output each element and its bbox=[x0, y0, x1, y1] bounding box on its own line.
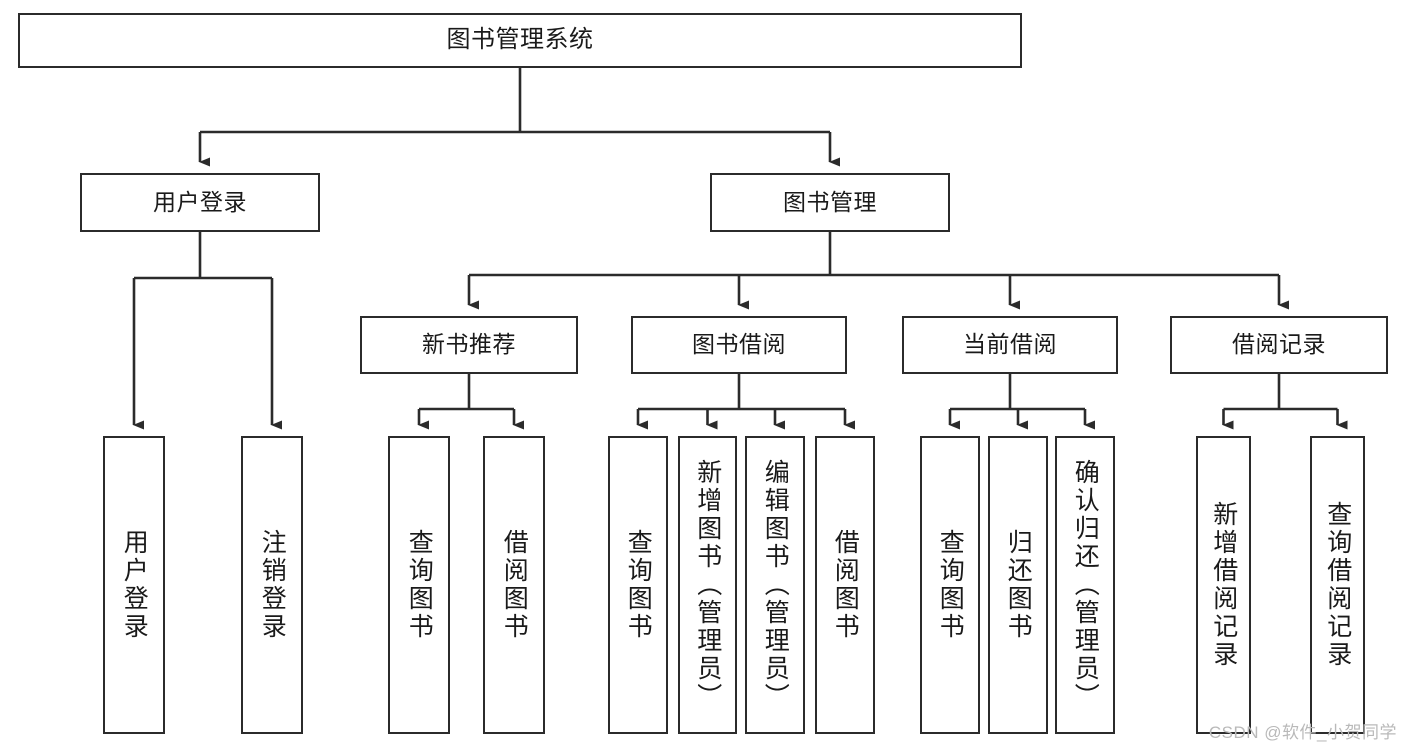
node-label: 注销登录 bbox=[258, 529, 287, 641]
node-label: 当前借阅 bbox=[963, 331, 1057, 358]
node-leaf-logout[interactable]: 注销登录 bbox=[241, 436, 303, 734]
node-label: 图书管理系统 bbox=[446, 26, 594, 54]
node-login[interactable]: 用户登录 bbox=[80, 173, 320, 232]
node-label: 借阅记录 bbox=[1232, 331, 1326, 358]
node-label: 查询图书 bbox=[936, 529, 965, 641]
node-label: 查询图书 bbox=[624, 529, 653, 641]
node-leaf-query-book-2[interactable]: 查询图书 bbox=[608, 436, 668, 734]
node-label: 图书借阅 bbox=[692, 331, 786, 358]
node-leaf-borrow-book-1[interactable]: 借阅图书 bbox=[483, 436, 545, 734]
node-bookmgmt[interactable]: 图书管理 bbox=[710, 173, 950, 232]
node-label: 查询借阅记录 bbox=[1323, 501, 1352, 669]
node-label: 用户登录 bbox=[120, 529, 149, 641]
node-label: 查询图书 bbox=[405, 529, 434, 641]
node-current[interactable]: 当前借阅 bbox=[902, 316, 1118, 374]
node-label: 新书推荐 bbox=[422, 331, 516, 358]
node-label: 新增图书（管理员） bbox=[693, 459, 722, 711]
node-label: 归还图书 bbox=[1004, 529, 1033, 641]
node-leaf-query-book-3[interactable]: 查询图书 bbox=[920, 436, 980, 734]
node-label: 借阅图书 bbox=[500, 529, 529, 641]
node-label: 新增借阅记录 bbox=[1209, 501, 1238, 669]
node-leaf-query-book-1[interactable]: 查询图书 bbox=[388, 436, 450, 734]
node-leaf-edit-book[interactable]: 编辑图书（管理员） bbox=[745, 436, 805, 734]
node-leaf-add-book[interactable]: 新增图书（管理员） bbox=[678, 436, 737, 734]
node-borrow[interactable]: 图书借阅 bbox=[631, 316, 847, 374]
node-label: 用户登录 bbox=[153, 188, 247, 215]
node-leaf-user-login[interactable]: 用户登录 bbox=[103, 436, 165, 734]
node-records[interactable]: 借阅记录 bbox=[1170, 316, 1388, 374]
node-leaf-return-book[interactable]: 归还图书 bbox=[988, 436, 1048, 734]
node-label: 借阅图书 bbox=[831, 529, 860, 641]
node-label: 图书管理 bbox=[783, 188, 877, 215]
node-leaf-borrow-book-2[interactable]: 借阅图书 bbox=[815, 436, 875, 734]
node-label: 确认归还（管理员） bbox=[1071, 459, 1100, 711]
node-leaf-add-record[interactable]: 新增借阅记录 bbox=[1196, 436, 1251, 734]
node-label: 编辑图书（管理员） bbox=[761, 459, 790, 711]
node-root[interactable]: 图书管理系统 bbox=[18, 13, 1022, 68]
node-leaf-confirm-return[interactable]: 确认归还（管理员） bbox=[1055, 436, 1115, 734]
node-newbook[interactable]: 新书推荐 bbox=[360, 316, 578, 374]
node-leaf-query-record[interactable]: 查询借阅记录 bbox=[1310, 436, 1365, 734]
